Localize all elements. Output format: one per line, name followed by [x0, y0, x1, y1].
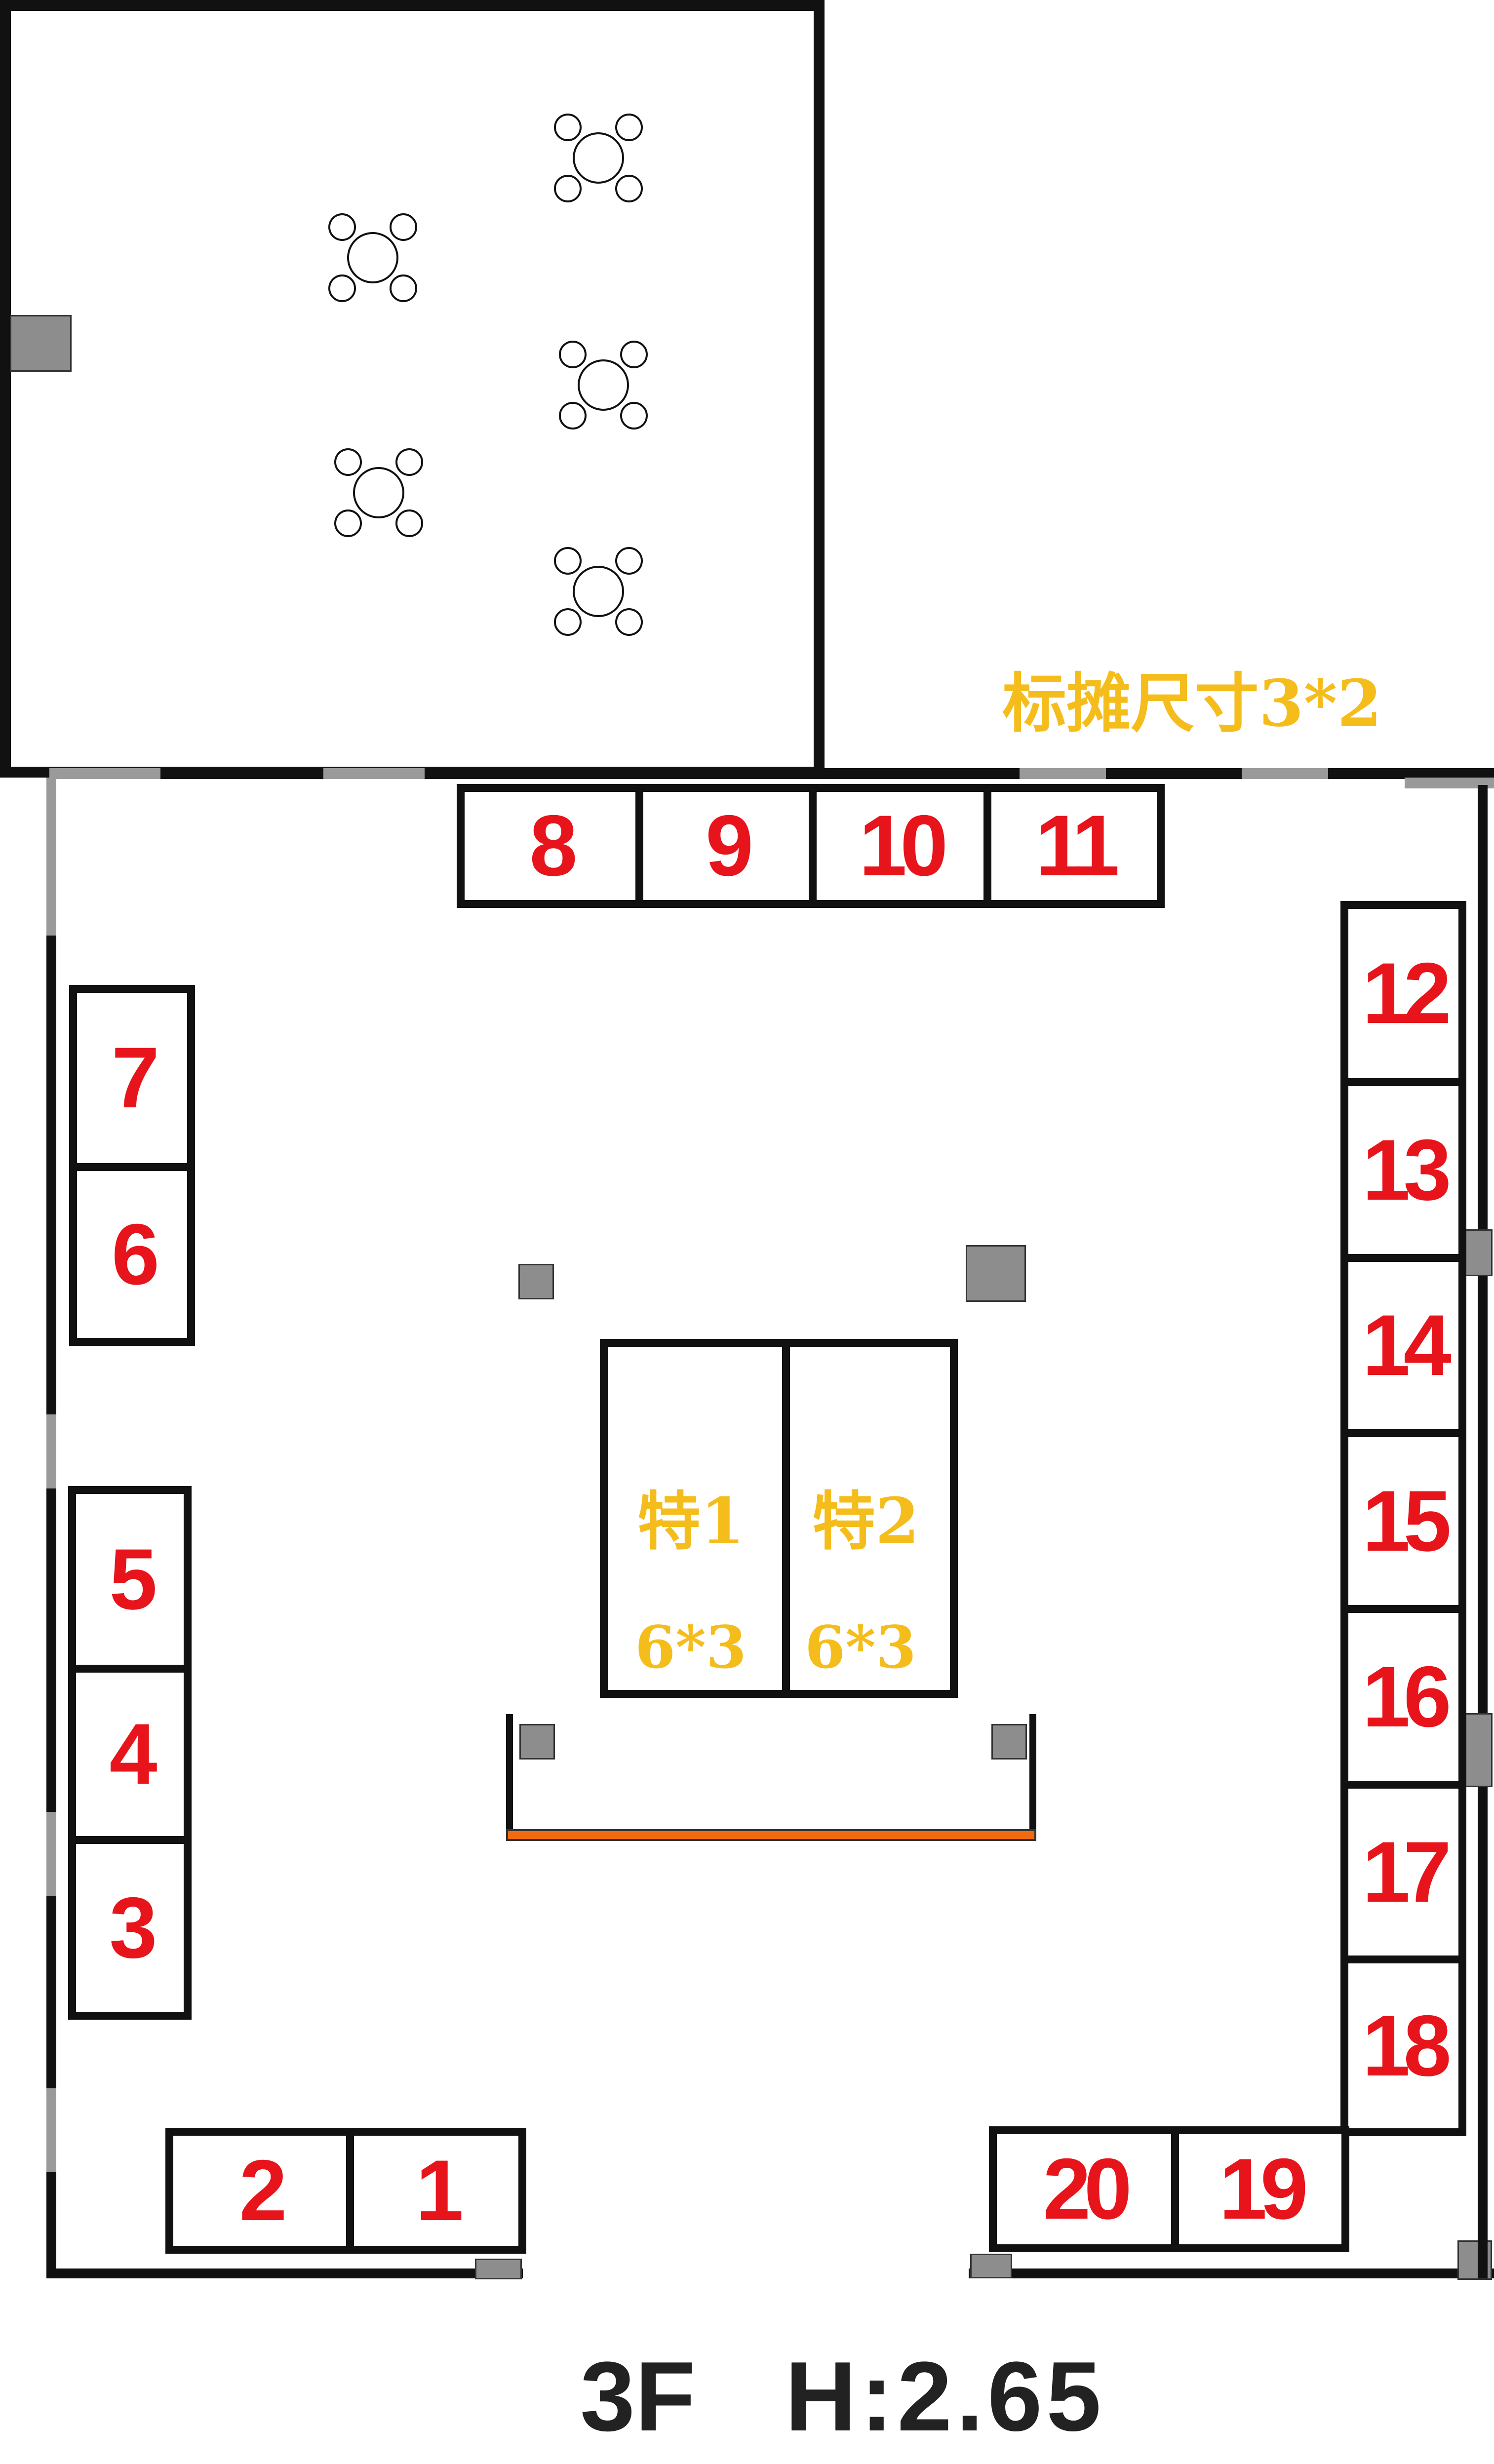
booth-number: 19: [1219, 2141, 1308, 2237]
special-booth-size: 6*3: [805, 1613, 916, 1682]
booth-number: 16: [1362, 1648, 1452, 1745]
booth-number: 11: [1035, 798, 1120, 894]
booth-number: 9: [705, 798, 753, 894]
special-booth-label: 特2: [812, 1485, 920, 1559]
booth-8[interactable]: 8: [457, 784, 643, 908]
door-gap: [1242, 768, 1328, 779]
stage-right-post: [1029, 1714, 1036, 1837]
booth-15[interactable]: 15: [1340, 1429, 1466, 1613]
booth-number: 1: [415, 2143, 464, 2239]
floor-label: 3F: [580, 2342, 696, 2452]
booth-10[interactable]: 10: [809, 784, 991, 908]
booth-14[interactable]: 14: [1340, 1254, 1466, 1437]
booth-13[interactable]: 13: [1340, 1078, 1466, 1262]
bottom-left-wall: [46, 2268, 523, 2278]
booth-16[interactable]: 16: [1340, 1605, 1466, 1789]
round-table-with-four-chairs-icon: [549, 542, 648, 641]
booth-18[interactable]: 18: [1340, 1956, 1466, 2136]
door-gap: [49, 768, 160, 779]
booth-4[interactable]: 4: [68, 1665, 192, 1844]
booth-11[interactable]: 11: [983, 784, 1165, 908]
booth-number: 12: [1362, 945, 1452, 1042]
booth-12[interactable]: 12: [1340, 901, 1466, 1086]
special-booth-1[interactable]: 特1 6*3: [600, 1339, 790, 1698]
pillar: [518, 1264, 554, 1299]
booth-number: 20: [1043, 2141, 1132, 2237]
round-table-with-four-chairs-icon: [323, 208, 422, 307]
pillar: [1464, 1229, 1493, 1276]
booth-1[interactable]: 1: [346, 2128, 526, 2254]
round-table-with-four-chairs-icon: [329, 443, 428, 542]
door-gap: [46, 1414, 56, 1488]
height-label: H:2.65: [785, 2342, 1105, 2452]
booth-19[interactable]: 19: [1171, 2126, 1349, 2252]
booth-number: 3: [109, 1879, 157, 1976]
booth-number: 13: [1362, 1122, 1452, 1218]
door-gap: [1405, 778, 1494, 788]
bottom-right-wall: [969, 2268, 1494, 2278]
door-gap: [1020, 768, 1106, 779]
booth-17[interactable]: 17: [1340, 1781, 1466, 1963]
pillar: [475, 2259, 522, 2279]
booth-number: 14: [1362, 1297, 1452, 1394]
pillar: [966, 1245, 1026, 1302]
booth-3[interactable]: 3: [68, 1836, 192, 2020]
left-wall: [46, 778, 56, 2278]
dining-room: [0, 0, 825, 778]
special-booth-2[interactable]: 特2 6*3: [782, 1339, 958, 1698]
round-table-with-four-chairs-icon: [549, 109, 648, 207]
booth-number: 7: [111, 1030, 159, 1126]
door-gap: [46, 778, 56, 936]
round-table-with-four-chairs-icon: [554, 336, 653, 434]
booth-number: 17: [1362, 1824, 1452, 1920]
booth-number: 15: [1362, 1473, 1452, 1569]
right-wall: [1478, 785, 1488, 2278]
booth-20[interactable]: 20: [989, 2126, 1179, 2252]
stage-left-post: [506, 1714, 513, 1837]
pillar: [970, 2254, 1012, 2278]
booth-size-legend: 标摊尺寸3*2: [1002, 665, 1382, 741]
booth-2[interactable]: 2: [165, 2128, 354, 2254]
stage-edge: [506, 1829, 1036, 1841]
booth-number: 8: [529, 798, 577, 894]
door-gap: [46, 1812, 56, 1896]
pillar: [519, 1724, 555, 1760]
booth-number: 4: [109, 1706, 157, 1802]
door-gap: [323, 768, 425, 779]
booth-7[interactable]: 7: [69, 985, 195, 1171]
booth-number: 5: [109, 1531, 157, 1628]
special-booth-size: 6*3: [635, 1613, 747, 1682]
pillar: [991, 1724, 1027, 1760]
pillar: [1464, 1713, 1493, 1787]
booth-5[interactable]: 5: [68, 1486, 192, 1673]
booth-number: 6: [111, 1206, 159, 1303]
booth-number: 10: [859, 798, 948, 894]
booth-number: 2: [239, 2143, 287, 2239]
pillar: [10, 315, 72, 372]
booth-number: 18: [1362, 1997, 1452, 2094]
booth-9[interactable]: 9: [635, 784, 817, 908]
booth-6[interactable]: 6: [69, 1163, 195, 1346]
door-gap: [46, 2088, 56, 2172]
special-booth-label: 特1: [637, 1485, 745, 1559]
